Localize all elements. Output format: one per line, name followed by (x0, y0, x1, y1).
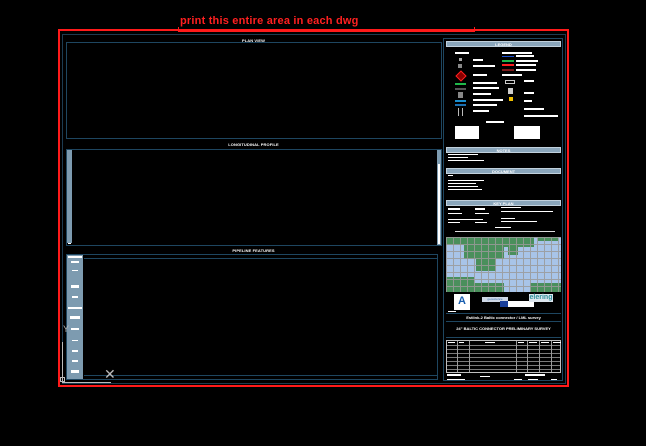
legend-abbrev-block-left (455, 126, 479, 139)
pipeline-features-viewport[interactable] (66, 254, 438, 380)
drawing-sheet-border (62, 34, 566, 384)
legend-symbol-block-icon (458, 92, 463, 98)
key-plan-line (475, 213, 489, 214)
legend-line-dark-blue (455, 104, 466, 106)
pipeline-features-inner-line (84, 258, 438, 259)
longitudinal-profile-title: LONGITUDINAL PROFILE (228, 142, 279, 147)
legend-abbrev-block-right (514, 126, 540, 139)
profile-right-scale-fill (438, 164, 440, 244)
legend-line-blue (455, 100, 466, 102)
title-divider (446, 337, 561, 338)
logo-middle: geoscience (482, 297, 508, 302)
legend-line-green (455, 83, 466, 85)
title-divider (446, 321, 561, 322)
document-line (448, 189, 482, 190)
footer-label (551, 379, 557, 380)
logo-left: A (454, 294, 470, 310)
notes-line (448, 154, 478, 155)
legend-header: LEGEND (446, 41, 561, 47)
print-area-frame (58, 29, 569, 387)
profile-left-scale-bar (67, 150, 72, 243)
footer-label (525, 374, 545, 376)
key-plan-scale-bar (455, 231, 555, 232)
notes-line (448, 160, 484, 161)
legend-section (446, 48, 561, 140)
feature-label-tick (70, 316, 80, 319)
footer-label (528, 379, 538, 380)
plan-view-viewport[interactable] (66, 42, 442, 139)
ucs-x-marker-icon: ✕ (104, 366, 116, 382)
drawing-title: 24" BALTIC CONNECTOR PRELIMINARY SURVEY (456, 326, 551, 331)
feature-label-tick (71, 261, 79, 263)
map-grid (446, 237, 561, 292)
project-line: Estlink-2 Baltic connector / LML survey (466, 315, 541, 320)
legend-line-grey (455, 88, 466, 90)
key-plan-line (475, 222, 487, 223)
notes-header: NOTES (446, 147, 561, 153)
footer-label (447, 379, 465, 380)
document-header: DOCUMENT (446, 168, 561, 174)
key-plan-map[interactable] (446, 237, 561, 292)
feature-label-tick (71, 370, 79, 373)
title-divider (446, 313, 561, 314)
key-plan-header: KEY PLAN (446, 200, 561, 206)
feature-label-tick (71, 285, 79, 288)
print-instruction-label: print this entire area in each dwg (180, 15, 359, 27)
profile-scale-tick (68, 243, 71, 244)
legend-symbol-anode-icon (509, 97, 513, 101)
pipeline-features-bottom-line (84, 375, 438, 376)
key-plan-line (448, 208, 460, 210)
legend-symbol-wreck-icon (455, 70, 467, 82)
legend-symbol-pipe-joint-icon (505, 80, 515, 84)
key-plan-line (501, 221, 537, 222)
key-plan-line (448, 219, 476, 220)
footer-label (447, 374, 461, 376)
ucs-axis-icon (62, 342, 111, 383)
key-plan-line (495, 227, 511, 228)
feature-label-tick (72, 350, 78, 352)
document-line (448, 183, 476, 184)
ucs-y-label: Y (63, 324, 70, 334)
document-line (448, 180, 484, 181)
key-plan-line (501, 218, 515, 219)
legend-symbol-square-icon (458, 64, 462, 68)
feature-label-tick (68, 256, 82, 258)
logo-eu-flag-strip (500, 301, 534, 307)
document-line (448, 175, 453, 176)
notes-line (448, 157, 468, 158)
revision-table (446, 340, 561, 373)
feature-label-tick (68, 307, 82, 309)
key-plan-line (475, 219, 483, 220)
document-line (448, 186, 478, 187)
ucs-origin-box (60, 377, 65, 382)
legend-symbol-ladder-icon (458, 108, 463, 116)
feature-label-tick (72, 270, 78, 271)
plan-view-title: PLAN VIEW (241, 38, 266, 43)
footer-label (480, 376, 490, 377)
feature-label-tick (72, 296, 78, 298)
pipeline-features-title: PIPELINE FEATURES (232, 248, 275, 253)
key-plan-line (501, 211, 553, 212)
feature-label-tick (72, 340, 78, 341)
logo-right: elering (529, 294, 553, 302)
title-small-mark (448, 311, 456, 312)
key-plan-line (475, 208, 485, 210)
legend-symbol-valve-icon (508, 88, 513, 94)
key-plan-line (501, 207, 521, 208)
footer-label (514, 379, 522, 380)
feature-label-tick (71, 328, 79, 330)
logo-left-glyph: A (458, 295, 466, 307)
longitudinal-profile-viewport[interactable] (66, 149, 442, 246)
title-block-sidebar (443, 38, 563, 381)
feature-label-tick (72, 360, 78, 362)
key-plan-line (448, 213, 462, 214)
key-plan-line (448, 222, 460, 223)
legend-symbol-marker-icon (459, 58, 462, 61)
